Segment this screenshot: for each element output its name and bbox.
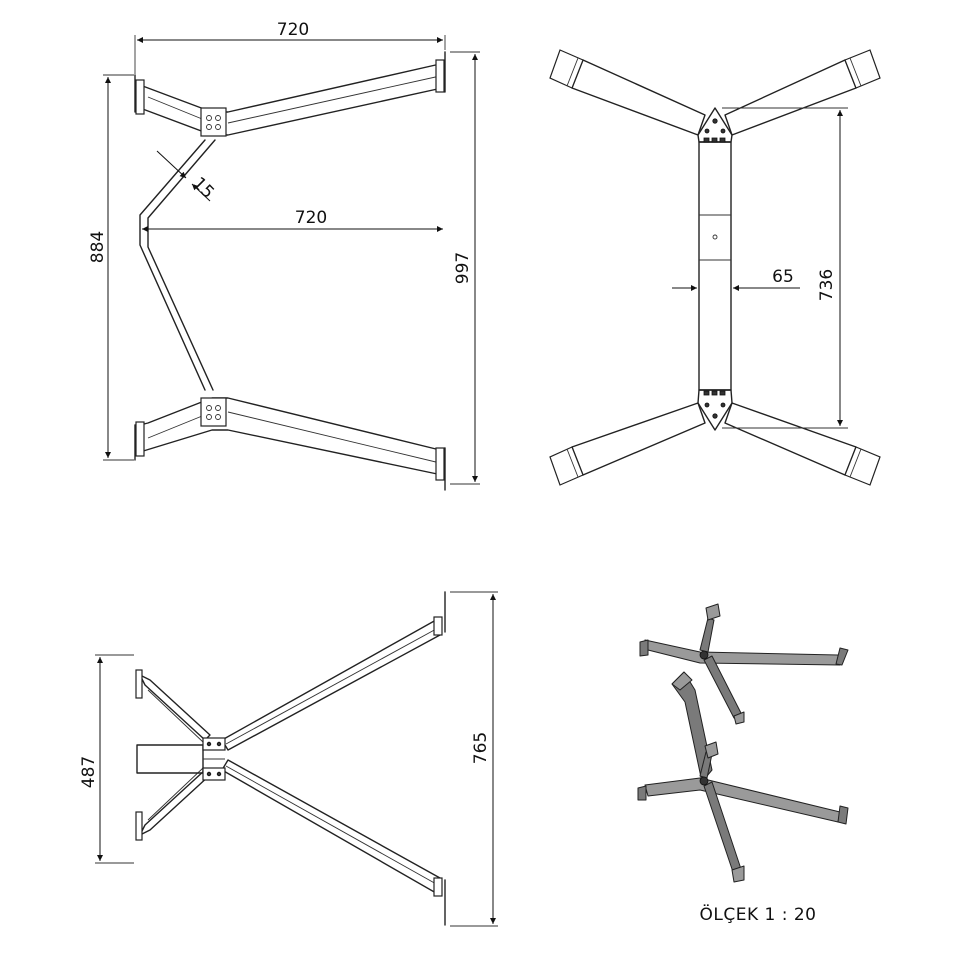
top-column <box>698 141 732 391</box>
side-upper-short-arm <box>135 669 211 743</box>
side-hub <box>136 737 226 781</box>
iso-upper-arm-down <box>703 655 743 719</box>
front-column <box>139 139 216 391</box>
front-upper-arm <box>134 51 446 137</box>
top-hub-lower <box>697 389 733 431</box>
dim-side-right-height-label: 765 <box>471 732 491 764</box>
iso-lower-arm-long <box>644 777 841 823</box>
dim-top-height-label: 736 <box>817 269 837 301</box>
dim-top-width: 65 <box>672 267 800 291</box>
dim-front-right-height-label: 997 <box>453 252 473 284</box>
side-lower-long-arm <box>221 759 446 926</box>
dim-side-left-height: 487 <box>79 654 134 864</box>
dim-top-width-label: 65 <box>772 267 794 287</box>
dim-front-top-width: 720 <box>134 20 446 74</box>
top-view: 65 736 <box>549 49 881 486</box>
dim-front-thickness: 15 <box>156 150 218 203</box>
top-arm-upper-left <box>549 49 706 136</box>
side-lower-short-arm <box>135 767 211 841</box>
side-upper-long-arm <box>221 591 446 751</box>
dim-front-mid-width: 720 <box>142 208 443 232</box>
dim-top-height: 736 <box>722 107 848 429</box>
top-arm-lower-right <box>724 402 881 486</box>
isometric-view: ÖLÇEK 1 : 20 <box>637 603 849 925</box>
top-arm-upper-right <box>724 49 881 136</box>
iso-upper-spike <box>699 617 715 653</box>
dim-front-mid-width-label: 720 <box>295 208 327 228</box>
top-hub-upper <box>697 107 733 143</box>
scale-label: ÖLÇEK 1 : 20 <box>700 903 817 925</box>
iso-upper-arm-long <box>644 639 841 666</box>
dim-front-left-height: 884 <box>88 74 134 461</box>
dim-side-left-height-label: 487 <box>79 756 99 788</box>
side-view: 487 765 <box>79 591 498 927</box>
dim-front-right-height: 997 <box>450 51 480 485</box>
front-lower-arm <box>134 397 446 491</box>
dim-front-left-height-label: 884 <box>88 231 108 263</box>
dim-front-thickness-label: 15 <box>188 173 217 202</box>
dim-side-right-height: 765 <box>450 591 498 927</box>
dim-front-top-width-label: 720 <box>277 20 309 40</box>
front-view: 720 720 15 884 997 <box>88 20 480 491</box>
top-arm-lower-left <box>549 402 706 486</box>
